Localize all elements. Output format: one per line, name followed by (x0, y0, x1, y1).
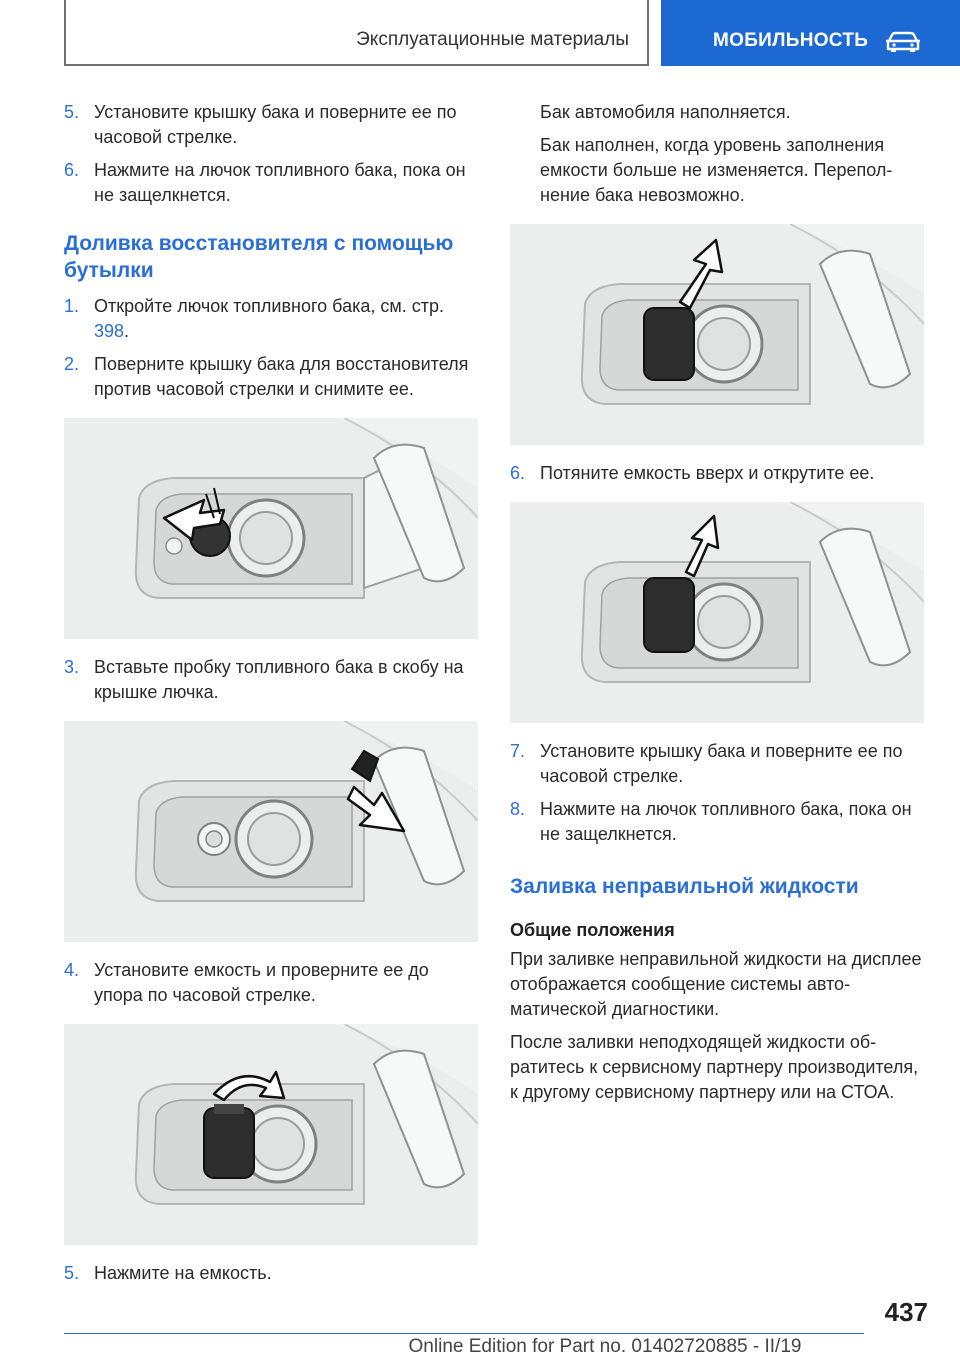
step-5: 5. Нажмите на емкость. (64, 1261, 478, 1286)
step-number: 1. (64, 296, 80, 316)
footer-divider (64, 1333, 864, 1334)
step-1: 1. Откройте лючок топливного бака, см. с… (64, 294, 478, 344)
page-number: 437 (884, 1297, 928, 1327)
step-number: 6. (64, 160, 80, 180)
step-7: 7. Установите крышку бака и поверните ее… (510, 739, 924, 789)
section-heading-wrong-fluid: Заливка неправильной жидкости (510, 875, 859, 898)
page-header: Эксплуатационные материалы МОБИЛЬНОСТЬ (0, 0, 960, 66)
section-title: Эксплуатационные материалы (64, 0, 649, 66)
section-heading: Доливка восстановителя с помощью бутылки (64, 232, 454, 282)
figure-install-bottle (64, 1024, 478, 1245)
paragraph-full: Бак наполнен, когда уровень заполнения е… (540, 135, 893, 205)
left-column: 5. Установите крышку бака и поверните ее… (64, 100, 478, 1294)
step-text: Установите крышку бака и поверните ее по… (540, 741, 903, 786)
step-6-top: 6. Нажмите на лючок топливного бака, пок… (64, 158, 478, 208)
paragraph-contact-service: После заливки неподходящей жидкости об­р… (510, 1032, 919, 1102)
step-text-end: . (124, 321, 130, 341)
figure-press-bottle (510, 224, 924, 445)
subheading-general: Общие положения (510, 920, 675, 940)
step-text: Потяните емкость вверх и открутите ее. (540, 463, 875, 483)
step-number: 2. (64, 354, 80, 374)
figure-cap-in-holder (64, 721, 478, 942)
paragraph-filling: Бак автомобиля наполняется. (540, 102, 791, 122)
step-text: Установите крышку бака и поверните ее по… (94, 102, 457, 147)
figure-remove-bottle (510, 502, 924, 723)
step-text: Нажмите на лючок топливного бака, пока о… (540, 799, 912, 844)
chapter-tab[interactable]: МОБИЛЬНОСТЬ (661, 0, 960, 66)
step-2: 2. Поверните крышку бака для восстанови­… (64, 352, 478, 402)
footer-edition: Online Edition for Part no. 01402720885 … (408, 1336, 802, 1357)
page-link[interactable]: 398 (94, 321, 125, 341)
step-number: 5. (64, 102, 80, 122)
step-number: 4. (64, 960, 80, 980)
step-text: Нажмите на лючок топливного бака, пока о… (94, 160, 466, 205)
step-8: 8. Нажмите на лючок топливного бака, пок… (510, 797, 924, 847)
car-icon (886, 31, 921, 52)
figure-remove-cap (64, 418, 478, 639)
step-number: 5. (64, 1263, 80, 1283)
step-text: Поверните крышку бака для восстанови­тел… (94, 354, 469, 399)
step-3: 3. Вставьте пробку топливного бака в ско… (64, 655, 478, 705)
right-column: Бак автомобиля наполняется. Бак наполнен… (510, 100, 924, 1113)
step-4: 4. Установите емкость и проверните ее до… (64, 958, 478, 1008)
step-text: Вставьте пробку топливного бака в скобу … (94, 657, 464, 702)
step-number: 6. (510, 463, 526, 483)
step-text: Откройте лючок топливного бака, см. стр. (94, 296, 444, 316)
step-number: 8. (510, 799, 526, 819)
step-5-top: 5. Установите крышку бака и поверните ее… (64, 100, 478, 150)
step-number: 3. (64, 657, 80, 677)
chapter-title: МОБИЛЬНОСТЬ (713, 30, 869, 51)
step-text: Нажмите на емкость. (94, 1263, 272, 1283)
step-number: 7. (510, 741, 526, 761)
step-6: 6. Потяните емкость вверх и открутите ее… (510, 461, 924, 486)
paragraph-display-message: При заливке неправильной жидкости на дис… (510, 949, 922, 1019)
step-text: Установите емкость и проверните ее до уп… (94, 960, 429, 1005)
section-title-text: Эксплуатационные материалы (356, 29, 629, 50)
